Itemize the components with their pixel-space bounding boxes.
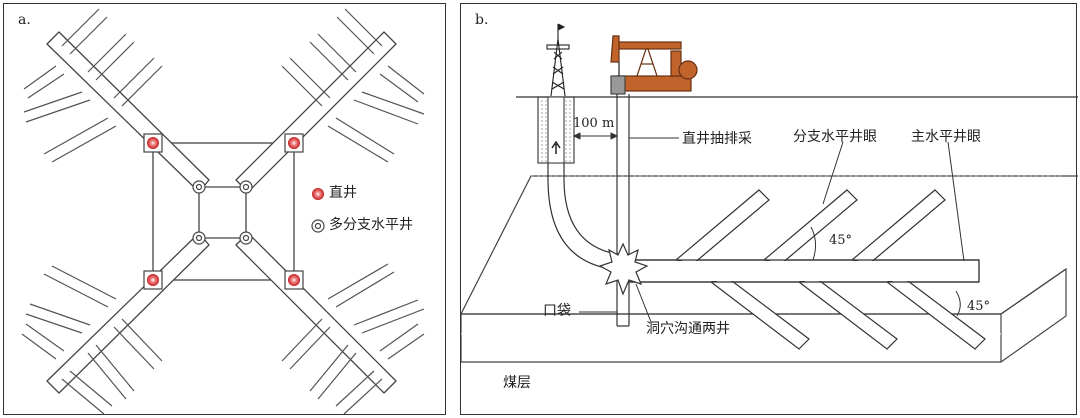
- cavity-label: 洞穴沟通两井: [646, 321, 730, 337]
- angle-arc-2: [955, 290, 961, 317]
- vertical-well: [616, 94, 630, 327]
- multilateral-wells: [192, 180, 253, 245]
- angle-label-1: 45°: [829, 233, 853, 248]
- panel-a: a.: [3, 3, 446, 415]
- angle-arc-1: [810, 226, 817, 261]
- pump-label: 直井抽排采: [682, 131, 752, 147]
- spacing-label: 100 m: [573, 116, 615, 131]
- panel-a-diagram: [21, 8, 425, 415]
- leader-main: [947, 141, 965, 262]
- coal-seam-label: 煤层: [503, 375, 531, 391]
- legend-multilateral-label: 多分支水平井: [329, 217, 413, 233]
- legend-multilateral-icon: [311, 219, 325, 233]
- panel-b-diagram: [461, 23, 1078, 363]
- panel-b: b.: [460, 3, 1078, 415]
- leader-branch: [822, 141, 844, 205]
- cavity-icon: [598, 242, 649, 296]
- spacing-dimension: [572, 132, 619, 140]
- leader-cavity: [635, 283, 652, 323]
- panel-a-label: a.: [18, 12, 31, 28]
- main-label: 主水平井眼: [911, 129, 981, 145]
- panel-b-label: b.: [475, 12, 489, 28]
- vertical-wells: [143, 133, 304, 290]
- derrick: [546, 23, 570, 97]
- main-bore-ne: [235, 31, 397, 193]
- main-bore-sw: [46, 232, 210, 394]
- branch-label: 分支水平井眼: [793, 129, 877, 145]
- well-pattern-square: [152, 142, 295, 281]
- pocket-label: 口袋: [543, 303, 571, 319]
- main-bore-se: [235, 232, 397, 394]
- pump-jack: [610, 35, 698, 95]
- legend-vertical-well-label: 直井: [329, 185, 357, 201]
- angle-label-2: 45°: [967, 299, 991, 314]
- main-bore-nw: [46, 31, 210, 193]
- legend-vertical-well-icon: [312, 188, 324, 200]
